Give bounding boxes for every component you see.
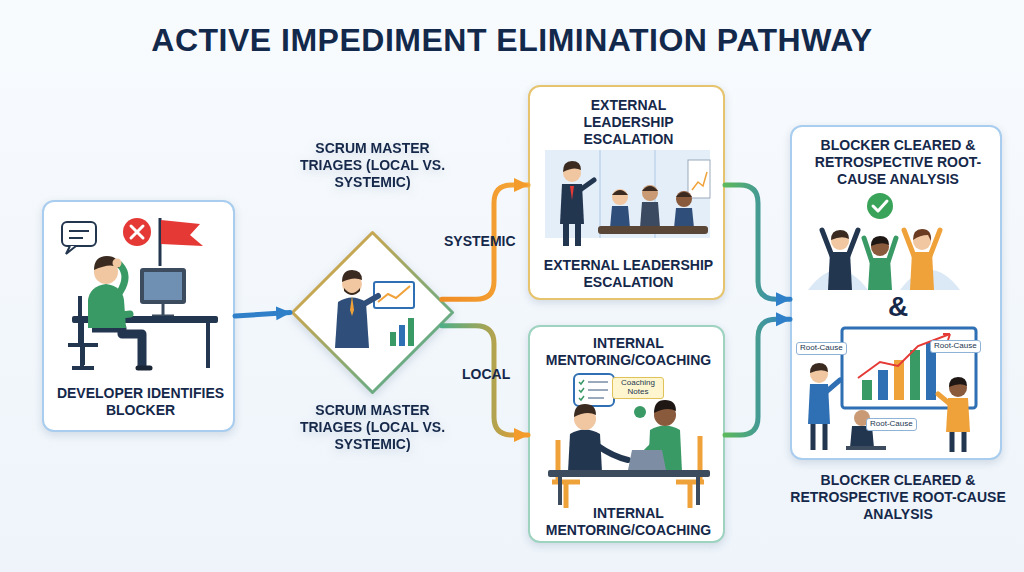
node-text: BLOCKER CLEARED & RETROSPECTIVE ROOT-CAU… — [778, 472, 1018, 523]
process-box: INTERNAL MENTORING/COACHING INTERNAL MENT… — [528, 325, 725, 543]
process-box: DEVELOPER IDENTIFIES BLOCKER — [42, 200, 235, 432]
callout-tag: Root-Cause — [796, 342, 847, 355]
node-title: SCRUM MASTER TRIAGES (LOCAL VS. SYSTEMIC… — [285, 140, 460, 191]
node-text: SCRUM MASTER TRIAGES (LOCAL VS. SYSTEMIC… — [285, 402, 460, 453]
outcome-box: BLOCKER CLEARED & RETROSPECTIVE ROOT-CAU… — [790, 125, 1002, 460]
process-box: EXTERNAL LEADERSHIP ESCALATION EXTERNAL L… — [528, 85, 725, 300]
node-text: & — [792, 290, 1004, 324]
diamond-outline — [292, 232, 452, 392]
node-text: EXTERNAL LEADERSHIP ESCALATION — [534, 257, 723, 291]
decision-diamond: SCRUM MASTER TRIAGES (LOCAL VS. SYSTEMIC… — [290, 230, 455, 395]
diagram-title: ACTIVE IMPEDIMENT ELIMINATION PATHWAY — [0, 22, 1024, 59]
node-title: INTERNAL MENTORING/COACHING — [534, 335, 723, 369]
node-title: EXTERNAL LEADERSHIP ESCALATION — [560, 97, 697, 148]
connector-arrow — [235, 313, 290, 317]
diamond-outline — [290, 230, 455, 395]
connector-arrow — [725, 319, 790, 435]
note-tag: Coaching Notes — [612, 377, 664, 399]
connector-arrow — [442, 326, 528, 435]
node-text: INTERNAL MENTORING/COACHING — [534, 505, 723, 539]
edge-label: SYSTEMIC — [444, 233, 516, 249]
node-title: BLOCKER CLEARED & RETROSPECTIVE ROOT-CAU… — [800, 137, 996, 188]
callout-tag: Root-Cause — [930, 340, 981, 353]
node-title: DEVELOPER IDENTIFIES BLOCKER — [54, 385, 227, 419]
edge-label: LOCAL — [462, 366, 510, 382]
connector-arrow — [725, 185, 790, 299]
callout-tag: Root-Cause — [866, 418, 917, 431]
connector-arrow — [442, 185, 528, 299]
